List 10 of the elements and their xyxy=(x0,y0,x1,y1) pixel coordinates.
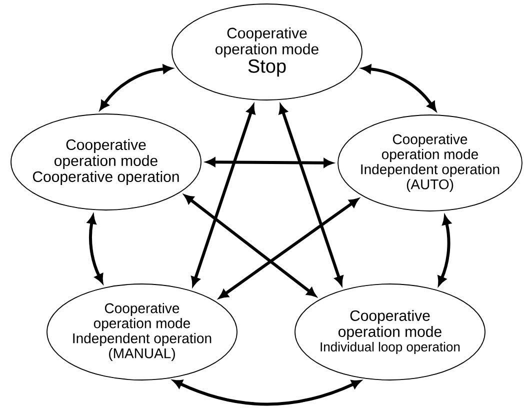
double-arrow xyxy=(184,194,316,297)
double-arrow xyxy=(87,214,104,284)
double-arrow xyxy=(219,198,359,299)
double-arrow xyxy=(100,64,172,110)
double-arrow xyxy=(362,64,436,111)
double-arrow xyxy=(191,104,256,286)
double-arrow xyxy=(278,104,344,286)
double-arrow xyxy=(206,158,333,168)
double-arrow xyxy=(173,380,361,406)
double-arrow xyxy=(438,216,451,286)
